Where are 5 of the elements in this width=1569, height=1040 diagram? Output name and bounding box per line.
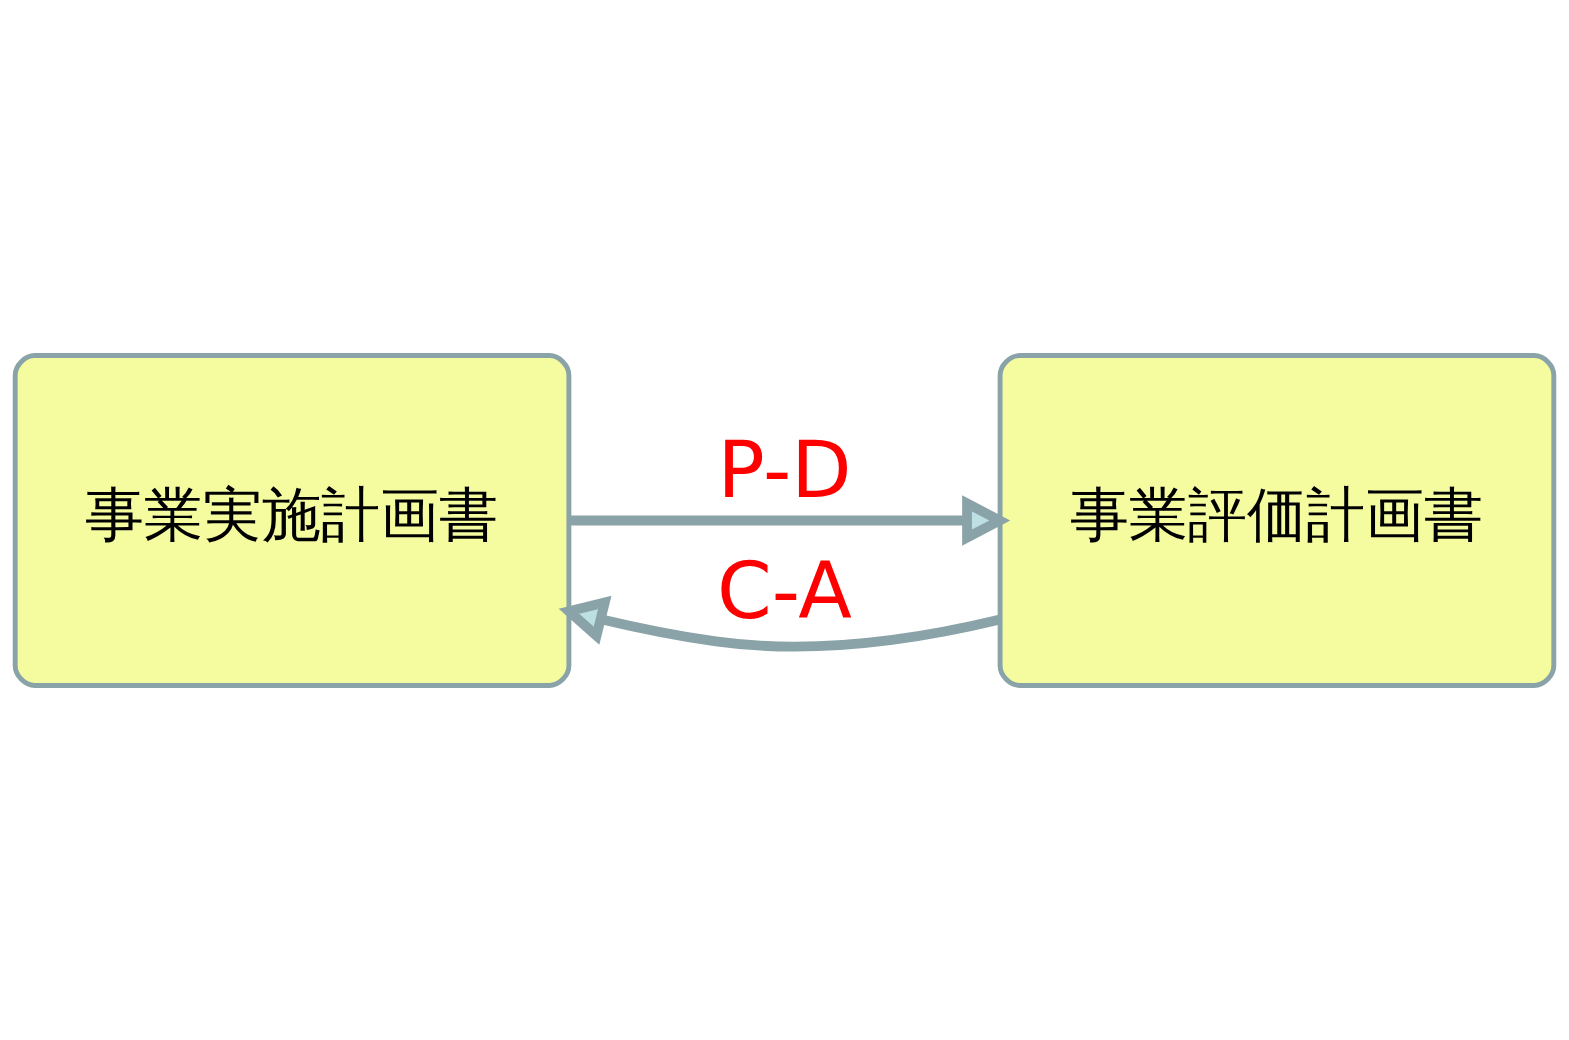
edge-label: C-A — [717, 544, 852, 636]
node-box: 事業実施計画書 — [12, 352, 572, 688]
node-box: 事業評価計画書 — [997, 352, 1557, 688]
edge-label: P-D — [717, 423, 852, 515]
arrow — [569, 494, 1011, 546]
